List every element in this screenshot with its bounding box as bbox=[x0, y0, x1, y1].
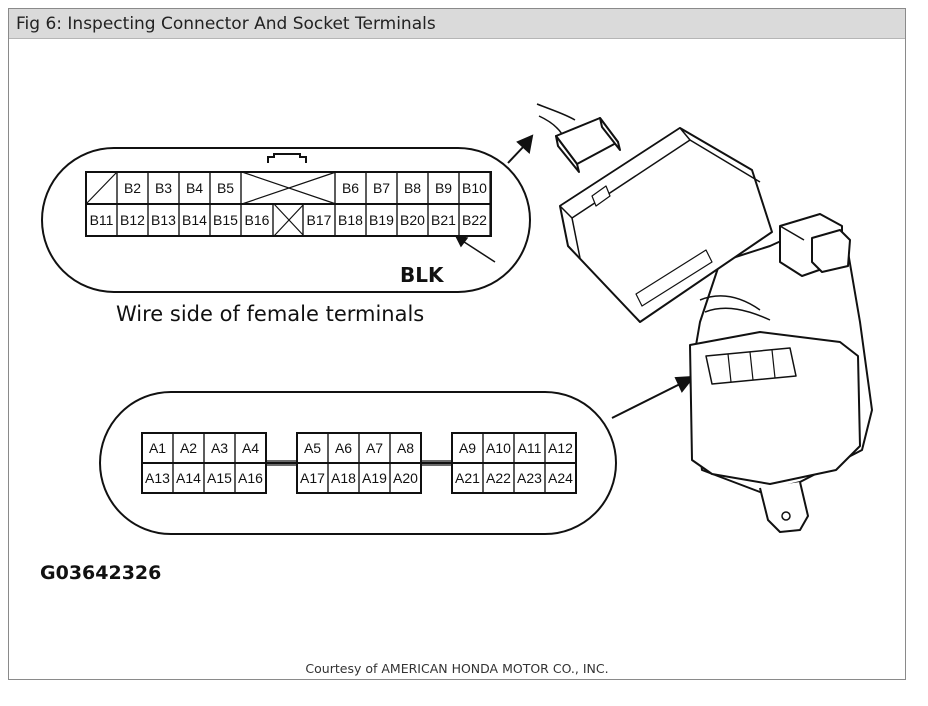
arrow-to-socket bbox=[611, 375, 696, 419]
terminal-label: A12 bbox=[548, 440, 573, 456]
terminal-label: A13 bbox=[145, 470, 170, 486]
terminal-label: B5 bbox=[217, 180, 234, 196]
terminal-label: A19 bbox=[362, 470, 387, 486]
terminal-label: B3 bbox=[155, 180, 172, 196]
b-connector-outline bbox=[41, 147, 531, 293]
terminal-label: B19 bbox=[369, 212, 394, 228]
terminal-label: B8 bbox=[404, 180, 421, 196]
terminal-label: B13 bbox=[151, 212, 176, 228]
terminal-cell bbox=[458, 203, 491, 237]
terminal-label: A20 bbox=[393, 470, 418, 486]
b-connector-caption: Wire side of female terminals bbox=[116, 302, 424, 326]
terminal-label: B11 bbox=[90, 212, 114, 228]
terminal-label: B4 bbox=[186, 180, 203, 196]
terminal-label: A16 bbox=[238, 470, 263, 486]
terminal-label: B2 bbox=[124, 180, 141, 196]
b-blank-markers bbox=[85, 171, 337, 237]
terminal-label: B14 bbox=[182, 212, 207, 228]
terminal-label: A21 bbox=[455, 470, 480, 486]
terminal-label: B10 bbox=[462, 180, 487, 196]
terminal-label: B15 bbox=[213, 212, 238, 228]
terminal-label: A6 bbox=[335, 440, 352, 456]
terminal-label: A3 bbox=[211, 440, 228, 456]
terminal-label: B6 bbox=[342, 180, 359, 196]
terminal-label: B16 bbox=[245, 212, 270, 228]
terminal-label: A15 bbox=[207, 470, 232, 486]
terminal-label: A5 bbox=[304, 440, 321, 456]
terminal-label: A23 bbox=[517, 470, 542, 486]
title-bar: Fig 6: Inspecting Connector And Socket T… bbox=[9, 9, 905, 39]
terminal-label: A9 bbox=[459, 440, 476, 456]
terminal-label: A8 bbox=[397, 440, 414, 456]
terminal-label: A17 bbox=[300, 470, 325, 486]
terminal-label: B17 bbox=[307, 212, 332, 228]
figure-code: G03642326 bbox=[40, 562, 161, 584]
terminal-label: A18 bbox=[331, 470, 356, 486]
terminal-label: B22 bbox=[462, 212, 487, 228]
blk-wire-label: BLK bbox=[400, 263, 445, 287]
terminal-cell bbox=[544, 462, 577, 494]
terminal-label: A7 bbox=[366, 440, 383, 456]
figure-title: Fig 6: Inspecting Connector And Socket T… bbox=[16, 14, 436, 34]
credit-line: Courtesy of AMERICAN HONDA MOTOR CO., IN… bbox=[305, 661, 609, 676]
terminal-label: B12 bbox=[120, 212, 145, 228]
arrow-to-plug bbox=[507, 134, 534, 164]
blk-pointer bbox=[454, 234, 496, 263]
terminal-cell bbox=[389, 462, 422, 494]
terminal-label: A10 bbox=[486, 440, 511, 456]
terminal-label: A1 bbox=[149, 440, 166, 456]
terminal-label: B18 bbox=[338, 212, 363, 228]
terminal-label: A22 bbox=[486, 470, 511, 486]
terminal-label: A14 bbox=[176, 470, 201, 486]
terminal-label: A24 bbox=[548, 470, 573, 486]
terminal-label: A11 bbox=[518, 440, 542, 456]
terminal-label: B21 bbox=[431, 212, 456, 228]
terminal-label: B7 bbox=[373, 180, 390, 196]
terminal-cell bbox=[234, 462, 267, 494]
terminal-cell bbox=[272, 203, 304, 237]
terminal-label: B9 bbox=[435, 180, 452, 196]
terminal-label: A4 bbox=[242, 440, 259, 456]
control-unit-illustration bbox=[536, 103, 873, 533]
terminal-label: A2 bbox=[180, 440, 197, 456]
terminal-label: B20 bbox=[400, 212, 425, 228]
